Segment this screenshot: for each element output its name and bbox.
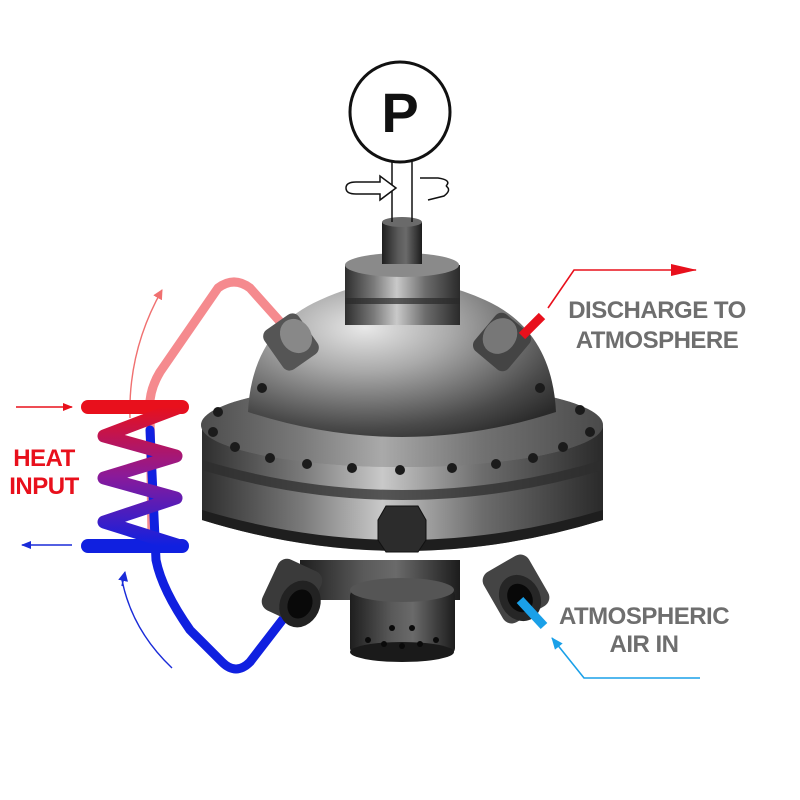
hex-bolt xyxy=(377,505,427,553)
discharge-line2: ATMOSPHERE xyxy=(576,327,739,354)
heat-input-label: HEAT INPUT xyxy=(9,445,80,500)
heat-input-line1: HEAT xyxy=(13,445,75,472)
pump-symbol-label: P xyxy=(381,81,418,144)
heat-exchanger-coil xyxy=(81,400,189,553)
air-in-arrow xyxy=(551,637,700,679)
air-in-label: ATMOSPHERIC AIR IN xyxy=(559,603,730,658)
upper-port-right xyxy=(472,312,532,372)
discharge-stub xyxy=(518,312,546,340)
engine-body xyxy=(201,217,603,662)
discharge-arrow xyxy=(547,264,697,309)
lower-port-right xyxy=(482,554,550,624)
flange-bolts xyxy=(208,383,595,475)
cold-pipe xyxy=(145,425,295,674)
air-in-line2: AIR IN xyxy=(610,631,679,658)
heat-input-line2: INPUT xyxy=(9,473,79,500)
air-in-line1: ATMOSPHERIC xyxy=(559,603,729,630)
upper-port-left xyxy=(263,313,319,371)
discharge-line1: DISCHARGE TO xyxy=(568,297,746,324)
rotation-arrow-icon xyxy=(345,174,398,202)
air-in-stub xyxy=(516,596,548,630)
pump-symbol-circle xyxy=(348,60,452,164)
flow-arrow-down xyxy=(121,579,173,669)
discharge-label: DISCHARGE TO ATMOSPHERE xyxy=(568,297,746,354)
output-shaft-symbol xyxy=(345,160,450,222)
lower-port-left xyxy=(261,558,323,628)
